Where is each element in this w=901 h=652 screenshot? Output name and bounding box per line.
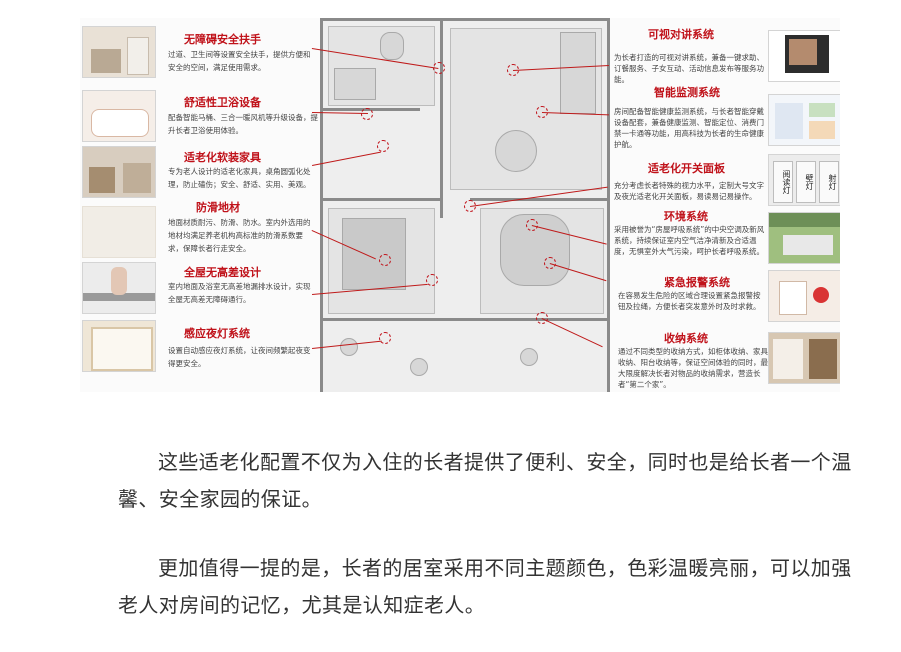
feature-title-environment: 环境系统	[664, 210, 708, 223]
intercom-photo	[768, 30, 840, 82]
alarm-photo	[768, 270, 840, 322]
environment-photo	[768, 212, 840, 264]
marker-night-light	[379, 332, 391, 344]
feature-title-monitor: 智能监测系统	[654, 86, 720, 99]
feature-title-bathroom: 舒适性卫浴设备	[184, 96, 261, 109]
bathroom-photo	[82, 90, 156, 142]
furniture-photo	[82, 146, 156, 198]
feature-desc-handrail: 过道、卫生间等设置安全扶手，提供方便和安全的空间，满足使用需求。	[168, 50, 311, 72]
feature-title-handrail: 无障碍安全扶手	[184, 33, 261, 46]
switch-label-wall: 壁灯	[796, 161, 816, 203]
feature-desc-monitor: 房间配备智能健康监测系统，与长者智能穿戴设备配套，兼备健康监测、智能定位、消费门…	[614, 107, 764, 149]
marker-floor	[379, 254, 391, 266]
toilet	[380, 32, 404, 60]
switch-panel-photo: 阅读灯 壁灯 射灯	[768, 154, 840, 206]
feature-desc-storage: 通过不同类型的收纳方式，如柜体收纳、家具收纳、阳台收纳等，保证空间体验的同时，最…	[618, 347, 768, 389]
feature-desc-bathroom: 配备智能马桶、三合一暖风机等升级设备，提升长者卫浴使用体验。	[168, 113, 318, 135]
handrail-photo	[82, 26, 156, 78]
marker-storage	[536, 312, 548, 324]
flooring-photo	[82, 206, 156, 258]
bed-1	[342, 218, 406, 290]
feature-title-no-step: 全屋无高差设计	[184, 266, 261, 279]
feature-desc-no-step: 室内地面及浴室无高差地漏排水设计，实现全屋无高差无障碍通行。	[168, 282, 311, 304]
plant-1	[340, 338, 358, 356]
dining-table	[495, 130, 537, 172]
floor-plan	[320, 18, 610, 392]
plant-3	[520, 348, 538, 366]
marker-bathroom	[361, 108, 373, 120]
feature-desc-furniture: 专为老人设计的适老化家具，桌角圆弧化处理，防止磕伤；安全、舒适、实用、美观。	[168, 167, 311, 189]
marker-furniture	[377, 140, 389, 152]
shower	[334, 68, 376, 100]
marker-alarm	[544, 257, 556, 269]
aging-friendly-features-figure: 无障碍安全扶手 过道、卫生间等设置安全扶手，提供方便和安全的空间，满足使用需求。…	[80, 18, 840, 392]
paragraph-2: 更加值得一提的是，长者的居室采用不同主题颜色，色彩温暖亮丽，可以加强老人对房间的…	[118, 556, 852, 617]
feature-desc-switch: 充分考虑长者特殊的视力水平，定制大号文字及夜光适老化开关面板，易读易记易操作。	[614, 181, 764, 201]
feature-desc-intercom: 为长者打造的可视对讲系统，兼备一键求助、订餐服务、子女互动、活动信息发布等服务功…	[614, 53, 764, 84]
storage-photo	[768, 332, 840, 384]
monitor-photo	[768, 94, 840, 146]
marker-level	[426, 274, 438, 286]
feature-desc-night-light: 设置自动感应夜灯系统，让夜间频繁起夜变得更安全。	[168, 346, 311, 368]
kitchen-counter	[560, 32, 596, 114]
switch-label-spot: 射灯	[819, 161, 839, 203]
no-step-photo	[82, 262, 156, 314]
night-light-photo	[82, 320, 156, 372]
feature-title-flooring: 防滑地材	[196, 201, 240, 214]
feature-title-intercom: 可视对讲系统	[648, 28, 714, 41]
feature-desc-environment: 采用被誉为“房屋呼吸系统”的中央空调及新风系统，持续保证室内空气洁净清新及合适温…	[614, 225, 765, 256]
feature-desc-flooring: 地面材质耐污、防滑、防水。室内外选用的地材均满足养老机构高标准的防滑系数要求，保…	[168, 218, 311, 253]
feature-title-alarm: 紧急报警系统	[664, 276, 730, 289]
paragraph-1: 这些适老化配置不仅为入住的长者提供了便利、安全，同时也是给长者一个温馨、安全家园…	[118, 450, 852, 511]
switch-label-reading: 阅读灯	[773, 161, 793, 203]
feature-title-night-light: 感应夜灯系统	[184, 327, 250, 340]
feature-title-furniture: 适老化软装家具	[184, 151, 261, 164]
feature-title-storage: 收纳系统	[664, 332, 708, 345]
feature-desc-alarm: 在容易发生危险的区域合理设置紧急报警按钮及拉绳，方便长者突发意外时及时求救。	[618, 291, 761, 311]
plant-2	[410, 358, 428, 376]
feature-title-switch: 适老化开关面板	[648, 162, 725, 175]
marker-environment	[526, 219, 538, 231]
